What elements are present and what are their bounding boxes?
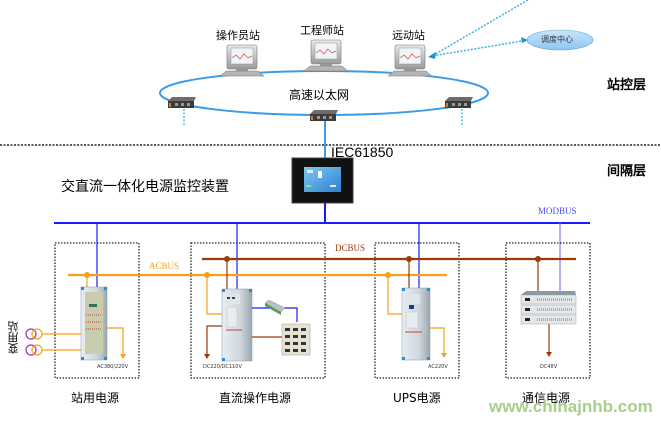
- battery-rack: [281, 323, 311, 356]
- network-switch-left: [168, 97, 196, 108]
- dcbus-label: DCBUS: [335, 243, 366, 253]
- watermark: www.chinajnhb.com: [489, 397, 653, 416]
- monitor-device-label: 交直流一体化电源监控装置: [61, 179, 229, 195]
- subsystem-box-ups: [374, 242, 460, 379]
- workstation-operator[interactable]: [219, 44, 265, 77]
- dispatch-center-label[interactable]: 调度中心: [541, 35, 573, 44]
- output-label-comm: DC48V: [540, 364, 558, 370]
- dispatch-center-node[interactable]: [526, 29, 594, 51]
- acbus-label: ACBUS: [149, 261, 180, 271]
- workstation-engineer-label: 工程师站: [300, 24, 344, 37]
- transformer-label: 变用站: [7, 321, 20, 354]
- network-switch-right: [445, 97, 473, 108]
- cabinet-dc-power[interactable]: [221, 288, 253, 362]
- subsystem-box-comm: [505, 242, 591, 379]
- ethernet-label: 高速以太网: [289, 88, 350, 102]
- modbus-label: MODBUS: [538, 206, 577, 216]
- subsystem-label-ups: UPS电源: [393, 391, 441, 405]
- transformer-icon: [25, 328, 43, 356]
- subsystem-box-dc: [190, 242, 326, 379]
- workstation-telecontrol-label: 远动站: [392, 29, 425, 42]
- monitoring-device[interactable]: [291, 157, 354, 204]
- output-label-dc: DC220/DC110V: [203, 364, 242, 370]
- bay-layer-title: 间隔层: [607, 164, 647, 179]
- comm-power-rack[interactable]: [520, 291, 577, 325]
- subsystem-label-comm: 通信电源: [522, 391, 571, 405]
- subsystem-label-dc: 直流操作电源: [219, 391, 292, 405]
- subsystem-box-station: [54, 242, 140, 379]
- workstation-telecontrol[interactable]: [387, 44, 433, 77]
- output-label-ups: AC220V: [428, 364, 448, 370]
- cabinet-station-power[interactable]: [80, 286, 108, 361]
- subsystem-label-station: 站用电源: [71, 391, 120, 405]
- workstation-operator-label: 操作员站: [216, 29, 260, 42]
- station-layer-title: 站控层: [607, 78, 647, 93]
- protocol-label: IEC61850: [331, 144, 394, 160]
- dc-converter-module: [264, 299, 286, 315]
- output-label-station: AC380/220V: [97, 364, 129, 370]
- network-switch-center: [310, 110, 338, 121]
- cabinet-ups-power[interactable]: [401, 287, 431, 361]
- dispatch-link: [431, 0, 529, 57]
- arrow-icon: [428, 52, 436, 59]
- workstation-engineer[interactable]: [303, 39, 349, 72]
